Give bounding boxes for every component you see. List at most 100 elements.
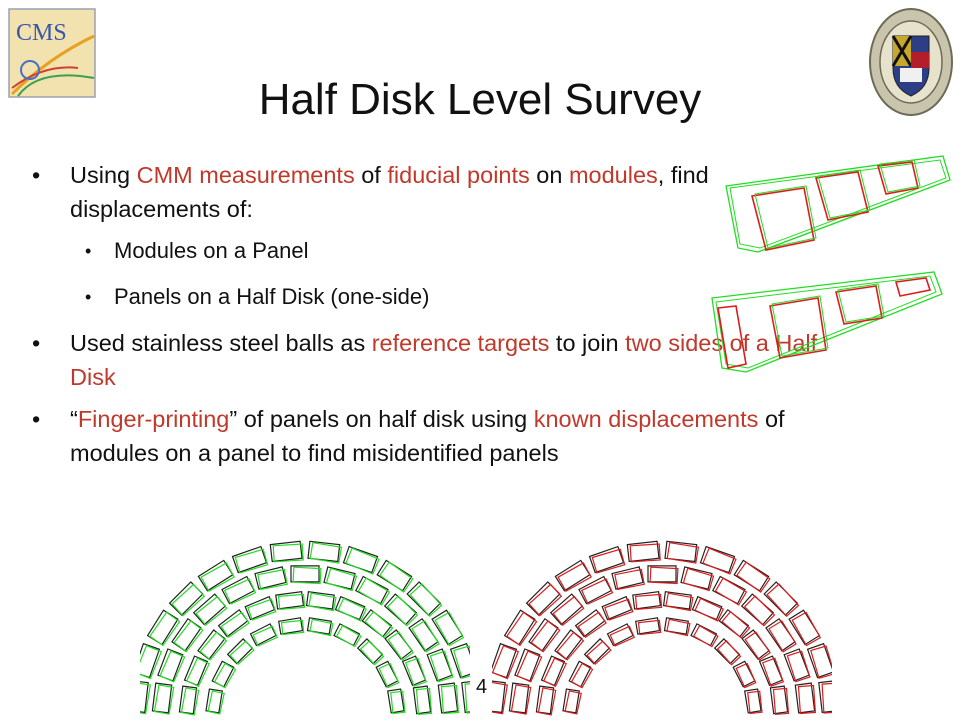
module-outline — [149, 611, 181, 647]
module-outline — [378, 662, 400, 689]
module-outline — [537, 687, 557, 716]
module-outline — [662, 591, 692, 610]
text-run: Panels on a Half Disk (one-side) — [114, 284, 430, 309]
module-outline — [562, 688, 580, 714]
bullet-item: •Using CMM measurements of fiducial poin… — [32, 158, 822, 226]
module-outline — [744, 688, 762, 714]
sub-bullet-item: • Panels on a Half Disk (one-side) — [32, 280, 822, 314]
module-outline — [664, 540, 698, 563]
module-outline — [570, 662, 594, 689]
text-run: “ — [70, 406, 78, 432]
module-outline — [168, 581, 204, 617]
highlighted-text: Finger-printing — [77, 406, 230, 432]
module-outline — [525, 581, 561, 617]
module-outline — [492, 680, 506, 714]
module-outline — [199, 631, 228, 661]
module-outline — [159, 650, 186, 683]
module-outline — [766, 583, 800, 618]
module-outline — [234, 548, 269, 574]
module-outline — [307, 540, 341, 563]
module-outline — [342, 545, 379, 574]
module-outline — [140, 681, 149, 714]
module-outline — [821, 682, 832, 714]
module-outline — [564, 690, 582, 715]
module-outline — [736, 561, 771, 593]
module-outline — [334, 595, 366, 621]
module-outline — [308, 592, 337, 612]
module-outline — [404, 657, 428, 687]
module-outline — [743, 595, 776, 627]
module-outline — [768, 620, 797, 653]
module-outline — [699, 545, 736, 574]
module-outline — [583, 638, 611, 665]
module-outline — [604, 598, 634, 621]
bullet-dot: • — [32, 406, 41, 432]
module-outline — [390, 690, 406, 715]
module-outline — [691, 595, 723, 621]
svg-text:CMS: CMS — [16, 20, 67, 46]
highlighted-text: known displacements — [533, 406, 759, 432]
module-outline — [440, 684, 460, 715]
module-outline — [769, 685, 789, 715]
module-outline — [692, 624, 719, 648]
module-outline — [306, 617, 332, 635]
text-run: of modules on a panel to find misidentif… — [70, 406, 785, 466]
module-outline — [272, 543, 304, 563]
sub-bullet-item: • Modules on a Panel — [32, 234, 822, 268]
module-outline — [269, 540, 303, 563]
module-outline — [682, 567, 715, 592]
module-outline — [337, 597, 367, 622]
module-outline — [429, 650, 454, 683]
module-outline — [464, 683, 470, 714]
half-disk-green-figure — [140, 540, 470, 716]
module-outline — [197, 629, 226, 661]
module-outline — [434, 611, 465, 647]
module-outline — [200, 562, 236, 593]
module-outline — [231, 545, 268, 574]
module-outline — [530, 620, 561, 653]
module-outline — [586, 640, 612, 666]
bullet-text: “Finger-printing” of panels on half disk… — [70, 406, 785, 466]
text-run: Modules on a Panel — [114, 238, 309, 263]
bullet-list: •Using CMM measurements of fiducial poin… — [32, 158, 822, 478]
module-outline — [401, 655, 427, 687]
text-run: Used stainless steel balls as — [70, 330, 372, 356]
module-outline — [810, 645, 832, 680]
module-outline — [492, 644, 520, 680]
module-outline — [178, 685, 198, 715]
panel-overlay-figure-top — [725, 155, 951, 253]
module-outline — [207, 690, 225, 715]
module-outline — [556, 631, 585, 661]
module-outline — [492, 642, 518, 679]
university-seal-icon — [869, 8, 953, 116]
bullet-dot: • — [85, 287, 92, 307]
module-outline — [635, 617, 661, 635]
module-outline — [647, 565, 677, 583]
module-outline — [783, 648, 810, 682]
text-run: ” of panels on half disk using — [229, 406, 534, 432]
module-outline — [629, 543, 661, 563]
module-outline — [453, 645, 470, 680]
module-outline — [591, 548, 626, 574]
module-outline — [180, 687, 200, 716]
module-outline — [794, 682, 816, 714]
module-outline — [506, 611, 538, 647]
module-outline — [257, 568, 288, 591]
bullet-text: Modules on a Panel — [114, 238, 308, 263]
module-outline — [140, 642, 161, 679]
module-outline — [205, 688, 223, 714]
module-outline — [772, 687, 790, 716]
module-outline — [761, 657, 785, 687]
page-number: 4 — [476, 676, 488, 698]
bullet-dot: • — [32, 330, 41, 356]
module-outline — [637, 619, 662, 636]
module-outline — [153, 684, 175, 715]
module-outline — [492, 681, 508, 715]
module-outline — [747, 690, 763, 715]
module-outline — [806, 642, 832, 679]
bullet-dot: • — [85, 241, 92, 261]
module-outline — [437, 682, 459, 714]
half-disk-red-modules — [492, 540, 832, 716]
text-run: , find displacements of: — [70, 162, 709, 222]
module-outline — [535, 685, 555, 715]
